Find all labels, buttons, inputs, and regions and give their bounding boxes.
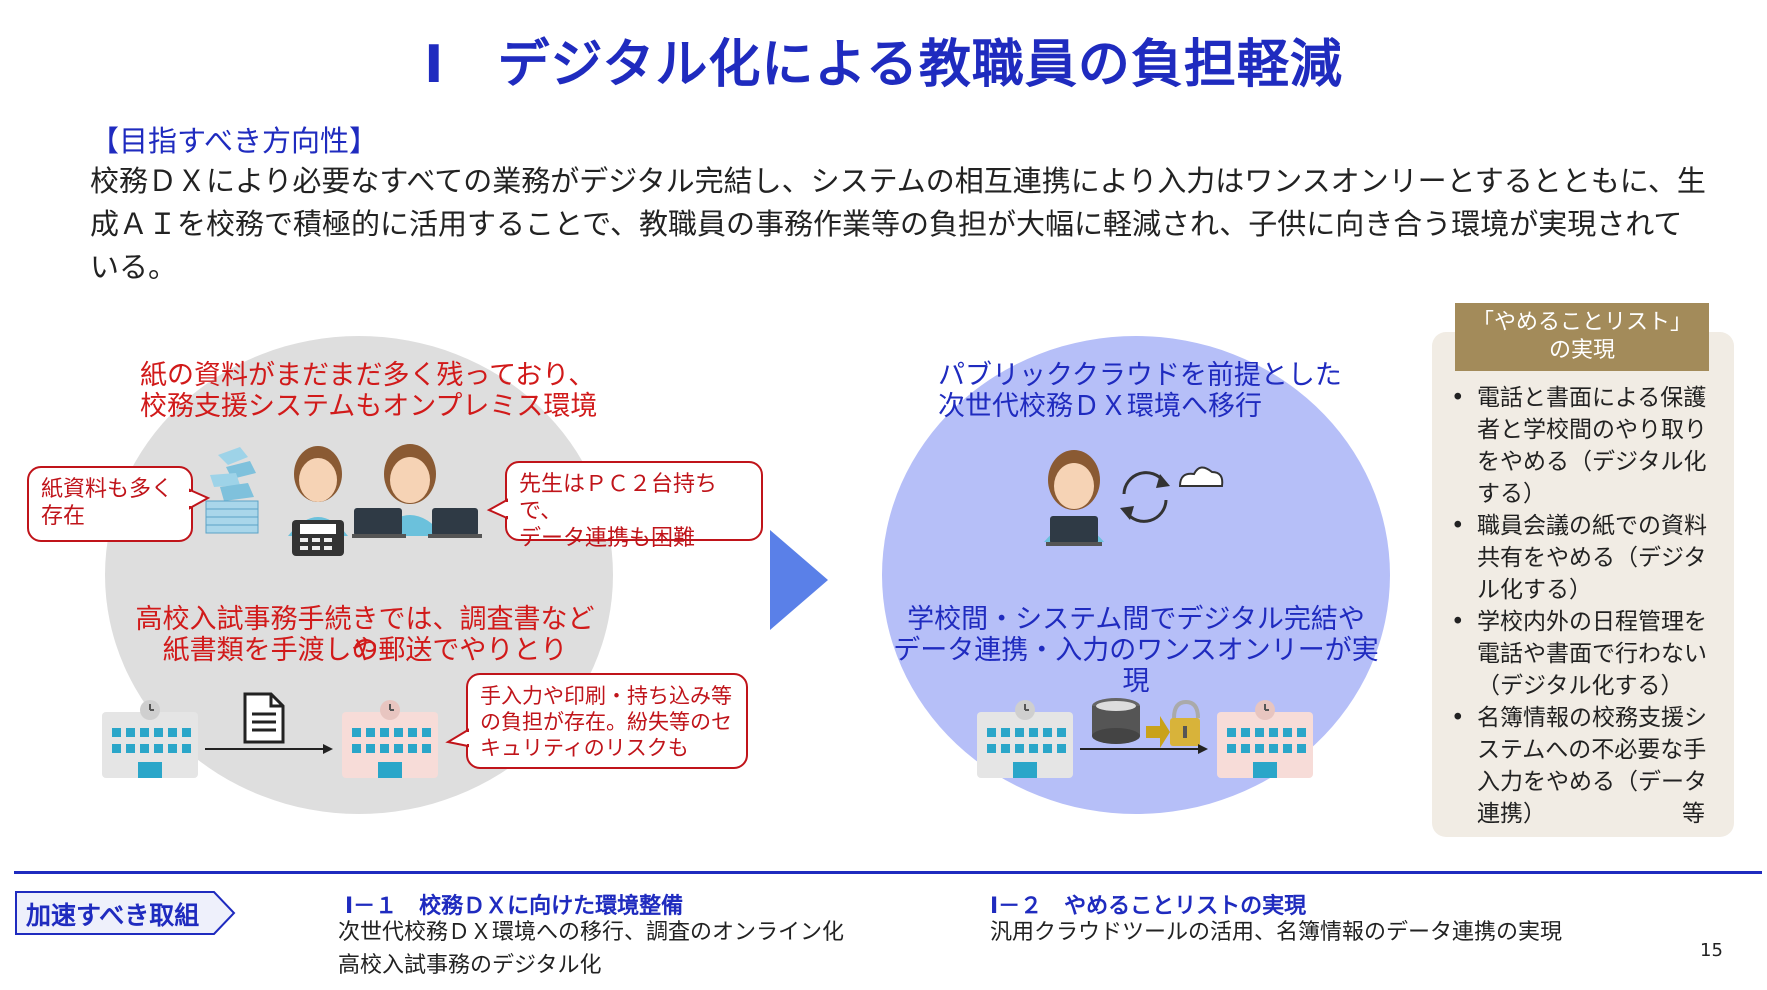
bubble-risk-tail (445, 728, 470, 748)
accelerate-tag-label: 加速すべき取組 (26, 901, 200, 930)
school-building-icon-2 (977, 700, 1073, 778)
stoplist-item: 電話と書面による保護 者と学校間のやり取り をやめる（デジタル化 する） (1445, 382, 1725, 510)
future-line3: 学校間・システム間でデジタル完結や (907, 604, 1365, 635)
future-line2: 次世代校務ＤＸ環境へ移行 (938, 391, 1262, 422)
stoplist-etc: 等 (1682, 801, 1705, 827)
aim-body: 校務ＤＸにより必要なすべての業務がデジタル完結し、システムの相互連携により入力は… (90, 164, 1706, 284)
school-building-icon (102, 700, 198, 778)
footer-col2-heading: Ⅰ－２ やめることリストの実現 (990, 894, 1307, 919)
document-icon (243, 692, 285, 744)
stoplist-item-line: 共有をやめる（デジタ (1477, 545, 1707, 571)
bubble-paper: 紙資料も多く 存在 (27, 466, 193, 542)
digital-transfer-arrow (1080, 744, 1208, 754)
teacher-cloud-icon (1044, 450, 1224, 546)
school-building-pink-icon (342, 700, 438, 778)
bubble-two-pcs: 先生はＰＣ２台持ちで、 データ連携も困難 (505, 461, 763, 551)
stoplist-item-last-line: 連携） 等 (1477, 798, 1725, 830)
stoplist-item-line: 者と学校間のやり取り (1477, 417, 1707, 443)
future-line4: データ連携・入力のワンスオンリーが実現 (893, 635, 1379, 697)
teacher-two-pcs-icon (352, 444, 482, 538)
stoplist-item-line: 名簿情報の校務支援シ (1477, 705, 1707, 731)
footer-col1-line1: 次世代校務ＤＸ環境への移行、調査のオンライン化 (338, 920, 845, 945)
database-lock-icon (1092, 698, 1200, 748)
exam-line2: 紙書類を手渡しや郵送でやりとり (162, 635, 568, 666)
transition-arrow (770, 530, 828, 630)
stoplist-item-line: 入力をやめる（データ (1477, 769, 1707, 795)
stoplist-item-line: ステムへの不必要な手 (1477, 737, 1707, 763)
footer-col1-heading: Ⅰ－１ 校務ＤＸに向けた環境整備 (345, 894, 684, 919)
bubble-paper-tail (188, 488, 211, 510)
accelerate-tag (15, 891, 236, 935)
page-title: Ⅰ デジタル化による教職員の負担軽減 (424, 35, 1343, 95)
bubble-risk-line1: 手入力や印刷・持ち込み等 (480, 684, 732, 708)
bubble-risk-line2: の負担が存在。紛失等のセ (480, 710, 732, 734)
footer-col1-line2: 高校入試事務のデジタル化 (338, 953, 602, 978)
stoplist-heading-line1: 「やめることリスト」 (1471, 310, 1692, 335)
bubble-risk-line3: キュリティのリスクも (480, 736, 689, 760)
stoplist-heading-line2: の実現 (1548, 338, 1615, 363)
handover-arrow (205, 744, 333, 754)
stoplist-item-line: 電話や書面で行わない (1477, 641, 1707, 667)
teacher-fax-icon (288, 446, 348, 556)
bubble-pcs-line1: 先生はＰＣ２台持ちで、 (519, 472, 718, 524)
footer-col2-line1: 汎用クラウドツールの活用、名簿情報のデータ連携の実現 (990, 920, 1563, 945)
stoplist-item-line: （デジタル化する） (1477, 673, 1684, 699)
bubble-pcs-line2: データ連携も困難 (519, 526, 696, 551)
bubble-risk: 手入力や印刷・持ち込み等 の負担が存在。紛失等のセ キュリティのリスクも (466, 673, 748, 769)
stoplist-item: 学校内外の日程管理を 電話や書面で行わない （デジタル化する） (1445, 606, 1725, 702)
aim-heading: 【目指すべき方向性】 (90, 124, 378, 158)
stoplist-item: 職員会議の紙での資料 共有をやめる（デジタ ル化する） (1445, 510, 1725, 606)
current-line2: 校務支援システムもオンプレミス環境 (140, 391, 598, 422)
stoplist-item: 名簿情報の校務支援シ ステムへの不必要な手 入力をやめる（データ 連携） 等 (1445, 702, 1725, 830)
exam-line1: 高校入試事務手続きでは、調査書などの (135, 604, 595, 666)
footer-divider (14, 871, 1762, 874)
stoplist-item-line: 電話と書面による保護 (1477, 385, 1707, 411)
bubble-paper-line2: 存在 (41, 504, 86, 529)
stoplist-item-line: ル化する） (1477, 577, 1592, 603)
page-number: 15 (1700, 940, 1723, 961)
current-line1: 紙の資料がまだまだ多く残っており、 (140, 360, 596, 391)
paper-stack-icon (205, 447, 259, 534)
stoplist-heading: 「やめることリスト」 の実現 (1455, 303, 1709, 371)
stoplist-item-line: をやめる（デジタル化 (1477, 449, 1707, 475)
bubble-pcs-tail (486, 498, 509, 520)
future-line1: パブリッククラウドを前提とした (938, 360, 1342, 391)
bubble-paper-line1: 紙資料も多く (41, 477, 174, 502)
stoplist-items: 電話と書面による保護 者と学校間のやり取り をやめる（デジタル化 する） 職員会… (1445, 382, 1725, 830)
stoplist-item-line: 連携） (1477, 801, 1546, 827)
stoplist-item-line: 職員会議の紙での資料 (1477, 513, 1707, 539)
stoplist-item-line: 学校内外の日程管理を (1477, 609, 1707, 635)
school-building-pink-icon-2 (1217, 700, 1313, 778)
stoplist-item-line: する） (1477, 481, 1546, 507)
